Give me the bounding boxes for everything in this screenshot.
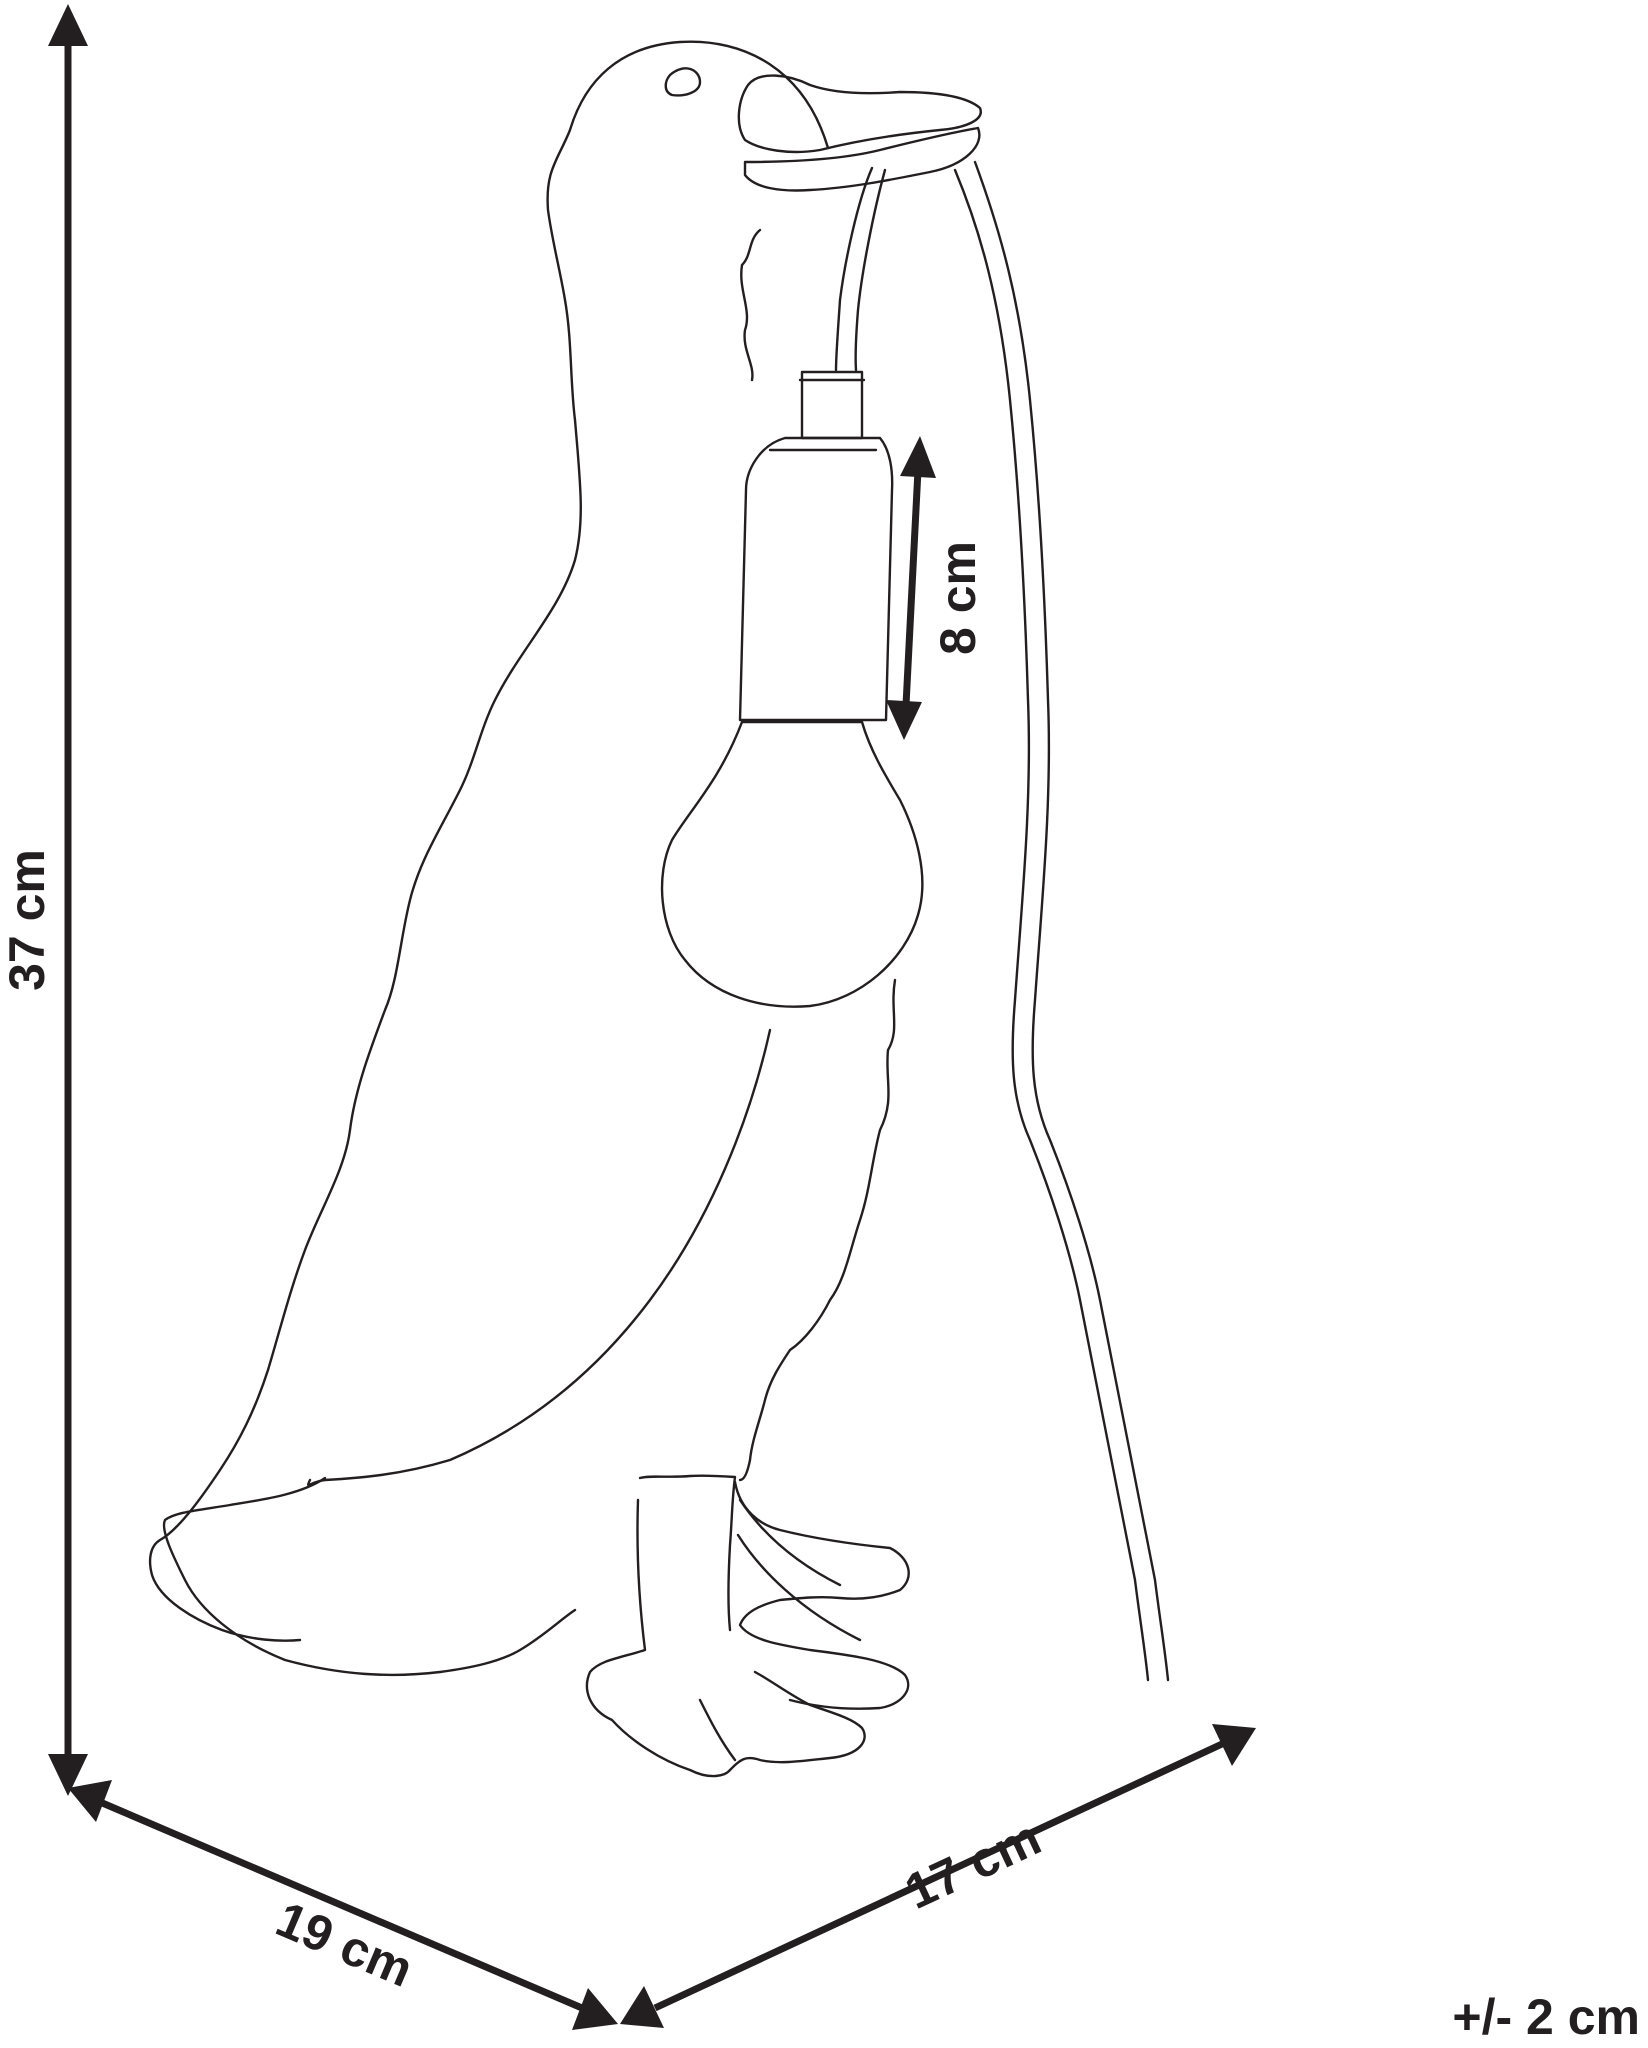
duck-body-front-outline bbox=[738, 978, 897, 1482]
duck-foot-front bbox=[733, 1480, 910, 1710]
socket-arrowhead-bottom bbox=[886, 700, 922, 740]
depth-dimension-line bbox=[98, 1798, 584, 2012]
socket-length-dimension: 8 cm bbox=[886, 436, 986, 740]
lamp-bulb bbox=[660, 720, 924, 1008]
height-dimension: 37 cm bbox=[0, 4, 88, 1796]
lamp-cable-to-socket bbox=[834, 166, 887, 372]
height-arrowhead-top bbox=[48, 4, 88, 46]
depth-arrowhead-right bbox=[572, 1988, 618, 2030]
duck-lamp-drawing bbox=[148, 40, 1170, 1778]
height-arrowhead-bottom bbox=[48, 1754, 88, 1796]
width-dimension: 17 cm bbox=[620, 1724, 1256, 2028]
duck-foot-back bbox=[585, 1498, 866, 1778]
duck-head-back-outline bbox=[148, 40, 830, 1642]
duck-tail bbox=[162, 1476, 577, 1677]
duck-toe-lines bbox=[698, 1498, 862, 1762]
socket-dimension-line bbox=[902, 469, 922, 706]
tolerance-note: +/- 2 cm bbox=[1452, 1989, 1640, 2045]
lamp-socket-cap bbox=[798, 370, 866, 440]
duck-leg bbox=[638, 1474, 737, 1632]
depth-arrowhead-left bbox=[68, 1780, 112, 1822]
duck-eye bbox=[664, 67, 702, 97]
duck-wing-outline bbox=[306, 1028, 772, 1487]
depth-dimension: 19 cm bbox=[68, 1780, 618, 2030]
duck-beak-bottom bbox=[743, 126, 981, 192]
duck-chest-outline bbox=[740, 228, 762, 382]
duck-beak-top bbox=[737, 74, 982, 154]
width-dimension-line bbox=[653, 1740, 1224, 2012]
socket-arrowhead-top bbox=[900, 436, 936, 478]
height-label: 37 cm bbox=[0, 849, 55, 991]
width-label: 17 cm bbox=[897, 1809, 1049, 1920]
socket-length-label: 8 cm bbox=[930, 541, 986, 655]
width-arrowhead-right bbox=[1212, 1724, 1256, 1766]
width-arrowhead-left bbox=[620, 1986, 664, 2028]
lamp-socket bbox=[738, 436, 894, 722]
lamp-power-cord bbox=[953, 160, 1170, 1682]
